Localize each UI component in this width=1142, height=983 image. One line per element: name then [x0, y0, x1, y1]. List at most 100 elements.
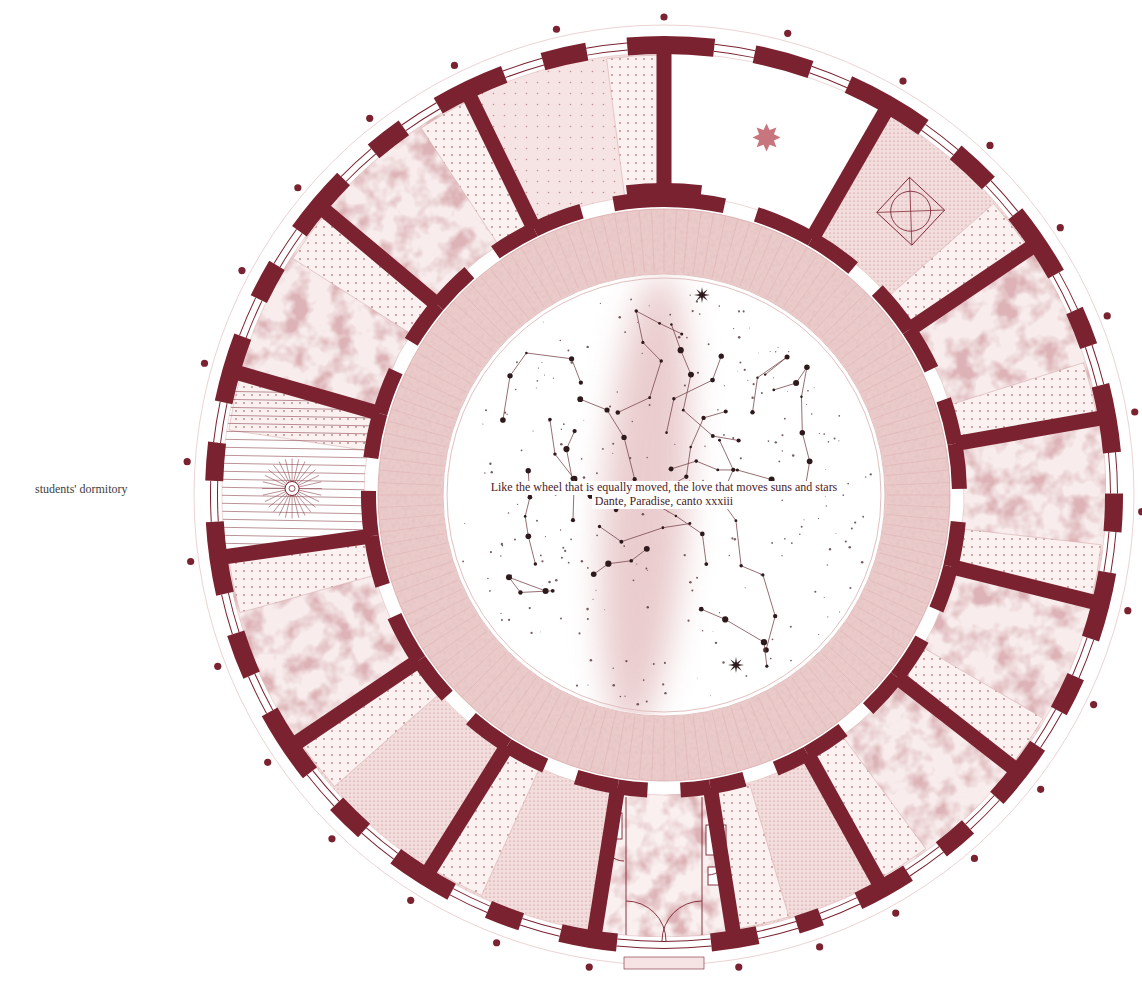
plan-circle [490, 551, 492, 553]
plan-circle [537, 380, 539, 382]
plan-circle [827, 616, 828, 617]
plan-circle [699, 313, 701, 315]
plan-line [712, 217, 725, 278]
plan-circle [678, 336, 681, 339]
plan-path [626, 183, 702, 201]
plan-line [874, 571, 932, 592]
plan-circle [516, 361, 518, 363]
plan-g [210, 391, 373, 586]
plan-circle [548, 418, 552, 422]
plan-circle [745, 587, 746, 588]
plan-path [453, 888, 490, 906]
plan-path [758, 928, 798, 939]
plan-path [1078, 639, 1094, 678]
plan-circle [540, 631, 542, 633]
plan-path [220, 403, 228, 443]
plan-circle [770, 658, 772, 660]
plan-circle [534, 562, 537, 565]
plan-path [1091, 345, 1104, 385]
plan-line [297, 491, 319, 501]
plan-path [753, 45, 814, 78]
plan-circle [748, 327, 750, 329]
plan-circle [782, 450, 783, 451]
plan-path [1103, 531, 1109, 571]
plan-line [211, 575, 371, 578]
plan-circle [528, 495, 533, 500]
courtyard-ring [447, 278, 881, 712]
plan-path [1066, 307, 1097, 349]
plan-circle [543, 588, 549, 594]
plan-line [712, 713, 725, 774]
plan-line [874, 398, 932, 419]
plan-circle [583, 476, 586, 479]
plan-circle [636, 703, 639, 706]
plan-circle [285, 482, 299, 496]
plan-path [1040, 712, 1062, 748]
plan-line [758, 237, 784, 293]
plan-circle [587, 684, 588, 685]
plan-circle [849, 587, 851, 589]
plan-circle [737, 370, 739, 372]
plan-line [683, 717, 688, 779]
plan-rect [877, 177, 945, 245]
plan-circle [664, 662, 666, 664]
plan-circle [1037, 786, 1044, 793]
plan-circle [986, 142, 993, 149]
plan-circle [851, 528, 853, 530]
plan-circle [733, 328, 734, 329]
plan-line [555, 232, 579, 289]
plan-circle [518, 590, 522, 594]
plan-line [544, 697, 570, 753]
plan-circle [806, 404, 807, 405]
plan-line [555, 701, 579, 758]
plan-line [213, 415, 373, 418]
courtyard-circle: Like the wheel that is equally moved, th… [446, 277, 882, 713]
plan-line [265, 475, 287, 485]
plan-circle [551, 589, 555, 593]
plan-line [298, 490, 321, 495]
plan-line [722, 220, 738, 280]
plan-path [714, 51, 754, 58]
plan-line [792, 678, 828, 729]
plan-circle [731, 468, 735, 472]
plan-circle [567, 350, 569, 352]
plan-circle [587, 618, 589, 620]
plan-circle [586, 346, 588, 348]
plan-line [212, 511, 372, 514]
plan-circle [595, 590, 596, 591]
plan-circle [829, 548, 831, 550]
plan-circle [644, 546, 650, 552]
plan-circle [560, 529, 561, 530]
plan-polygon [728, 657, 744, 673]
plan-circle [761, 392, 763, 394]
plan-circle [811, 413, 812, 414]
plan-path [246, 300, 263, 338]
plan-path [991, 180, 1019, 212]
plan-line [210, 583, 370, 586]
plan-line [615, 715, 626, 776]
plan-circle [264, 759, 271, 766]
plan-circle [555, 579, 558, 582]
plan-path [626, 901, 666, 941]
plan-line [406, 375, 462, 401]
plan-polygon [694, 287, 710, 303]
plan-circle [630, 299, 632, 301]
plan-circle [800, 430, 805, 435]
plan-path [402, 102, 437, 125]
plan-line [664, 210, 665, 272]
plan-circle [718, 439, 721, 442]
plan-path [970, 800, 1000, 830]
plan-circle [684, 554, 686, 556]
plan-circle [735, 964, 742, 971]
plan-circle [772, 389, 775, 392]
plan-path [213, 402, 221, 443]
plan-circle [544, 375, 545, 376]
plan-line [731, 708, 750, 767]
plan-circle [758, 352, 760, 354]
plan-line [866, 589, 922, 615]
plan-line [877, 177, 945, 245]
plan-label: students' dormitory [35, 482, 128, 497]
plan-path [819, 897, 857, 914]
plan-path [217, 481, 219, 522]
plan-circle [819, 433, 820, 434]
